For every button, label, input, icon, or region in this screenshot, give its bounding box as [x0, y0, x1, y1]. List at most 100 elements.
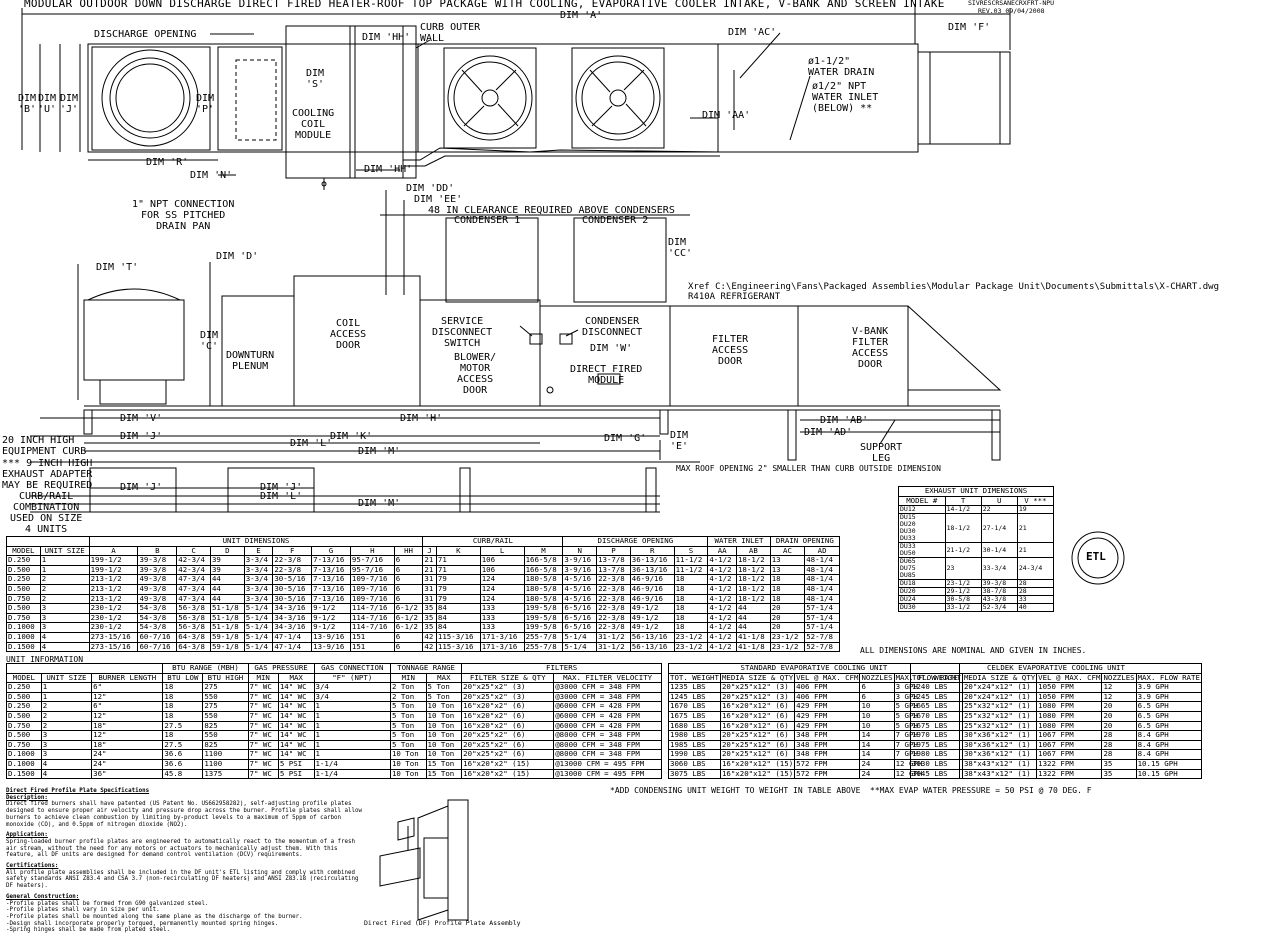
dim-header-1: UNIT SIZE: [39, 545, 90, 557]
info-cell: 1: [313, 739, 391, 751]
clearance-label: 48 IN CLEARANCE REQUIRED ABOVE CONDENSER…: [428, 205, 675, 216]
info-cell: 14" WC: [277, 710, 315, 722]
df-module-label: DIRECT FIRED MODULE: [570, 364, 643, 386]
celdek-cell: 1670 LBS: [910, 710, 963, 722]
dim-cell: 49-3/8: [137, 593, 178, 605]
dim-ad-label: DIM 'AD': [804, 427, 853, 438]
dim-cell: 3-3/4: [243, 583, 274, 595]
info-cell: 1: [40, 691, 93, 703]
dim-cell: 23-1/2: [769, 641, 806, 653]
dim-cell: 21: [422, 564, 437, 576]
std-cell: 16"x20"x12" (6): [719, 701, 796, 712]
dim-cell: 35: [422, 603, 437, 614]
info-header-5: MIN: [247, 672, 279, 684]
exhaust-cell: 40: [1016, 603, 1055, 613]
dim-cell: 44: [209, 593, 245, 605]
notes-construction-4: -Spring hinges shall be made from plated…: [6, 927, 171, 934]
info-cell: 18: [162, 701, 204, 712]
info-cell: 550: [202, 710, 249, 722]
dim-cell: 133: [479, 622, 525, 633]
dim-cell: 18: [673, 593, 709, 605]
dim-group-unit: UNIT DIMENSIONS: [88, 536, 424, 547]
notes-certifications-heading: Certifications:: [6, 863, 59, 870]
dim-cell: 6-5/16: [562, 622, 598, 633]
exhaust-cell: 18-1/2: [944, 513, 982, 544]
dim-cell: 115-3/16: [435, 631, 481, 643]
dim-cell: 64-3/8: [176, 631, 211, 643]
dim-ee-label: DIM 'EE': [414, 194, 463, 205]
dim-cell: 22-3/8: [272, 555, 313, 566]
info-cell: @13000 CFM = 495 FPM: [553, 768, 662, 780]
info-header-3: BTU LOW: [162, 672, 204, 684]
info-cell: 10 Ton: [425, 701, 463, 712]
exhaust-cell: 38-7/8: [980, 587, 1018, 597]
info-header-2: BURNER LENGTH: [91, 672, 164, 684]
celdek-header-0: TOT. WEIGHT: [910, 672, 963, 684]
info-cell: 1100: [202, 749, 249, 760]
exhaust-header-0: MODEL #: [898, 495, 946, 507]
info-cell: 14" WC: [277, 701, 315, 712]
dim-c-label: DIM 'C': [200, 330, 219, 352]
notes-construction-1: -Profile plates shall vary in size per u…: [6, 907, 160, 914]
dim-cell: 30-5/16: [272, 574, 313, 585]
dim-cell: 180-5/8: [523, 574, 564, 585]
dim-cell: 199-1/2: [88, 555, 139, 566]
celdek-cell: 8.4 GPH: [1135, 730, 1202, 741]
dim-cell: 115-3/16: [435, 641, 481, 653]
dim-cell: 48-1/4: [804, 555, 840, 566]
std-cell: 20"x25"x12" (6): [719, 730, 796, 741]
dim-cell: 9-1/2: [311, 622, 351, 633]
exhaust-cell: 21-1/2: [944, 542, 982, 559]
std-cell: 348 FPM: [794, 730, 861, 741]
dim-header-18: S: [673, 545, 709, 557]
dim-cell: 6-5/16: [562, 612, 598, 624]
info-cell: @6000 CFM = 428 FPM: [553, 701, 662, 712]
celdek-cell: 1675 LBS: [910, 720, 963, 732]
dim-g-label: DIM 'G': [604, 433, 647, 444]
std-cell: 1245 LBS: [668, 691, 721, 703]
info-cell: 10 Ton: [425, 739, 463, 751]
dim-cell: 46-9/16: [629, 583, 675, 595]
dim-cell: 56-13/16: [629, 641, 675, 653]
dim-cell: 39: [209, 564, 245, 576]
dim-cell: 6: [393, 574, 424, 585]
dim-j-elev-label: DIM 'J': [120, 431, 163, 442]
celdek-cell: 12: [1101, 691, 1137, 703]
dim-cell: 114-7/16: [349, 603, 395, 614]
celdek-cell: 25"x32"x12" (1): [961, 710, 1038, 722]
info-cell: 1: [40, 682, 93, 693]
dim-cell: 18-1/2: [735, 564, 771, 576]
std-cell: 6: [859, 682, 895, 693]
exhaust-cell: 30-5/8: [944, 595, 982, 605]
celdek-header-3: NOZZLES: [1101, 672, 1137, 684]
drain-conn-label: 1" NPT CONNECTION FOR SS PITCHED DRAIN P…: [132, 199, 235, 232]
info-cell: 16"x20"x2" (6): [461, 720, 555, 732]
dim-cell: 109-7/16: [349, 574, 395, 585]
std-header-0: TOT. WEIGHT: [668, 672, 721, 684]
dim-cell: 56-3/8: [176, 622, 211, 633]
dim-cell: 230-1/2: [88, 603, 139, 614]
std-cell: 406 FPM: [794, 691, 861, 703]
dim-cell: 3-9/16: [562, 564, 598, 576]
dim-cell: 124: [479, 574, 525, 585]
exhaust-cell: 21: [1016, 542, 1055, 559]
dim-cell: 49-1/2: [629, 622, 675, 633]
dim-aa-label: DIM 'AA': [702, 110, 751, 121]
dim-cell: 13: [769, 555, 806, 566]
celdek-title: CELDEK EVAPORATIVE COOLING UNIT: [910, 663, 1202, 674]
celdek-cell: 1067 FPM: [1036, 730, 1103, 741]
std-cell: 1235 LBS: [668, 682, 721, 693]
notes-application: Spring-loaded burner profile plates are …: [6, 838, 356, 859]
dim-cell: 7-13/16: [311, 593, 351, 605]
notes-description-heading: Description:: [6, 794, 48, 801]
info-cell: 7" WC: [247, 691, 279, 703]
celdek-cell: 20: [1101, 710, 1137, 722]
info-cell: D.500: [6, 730, 42, 741]
dim-cell: 47-3/4: [176, 574, 211, 585]
exhaust-cell: 23: [944, 557, 982, 581]
info-header-4: BTU HIGH: [202, 672, 249, 684]
info-cell: 1-1/4: [313, 768, 391, 780]
